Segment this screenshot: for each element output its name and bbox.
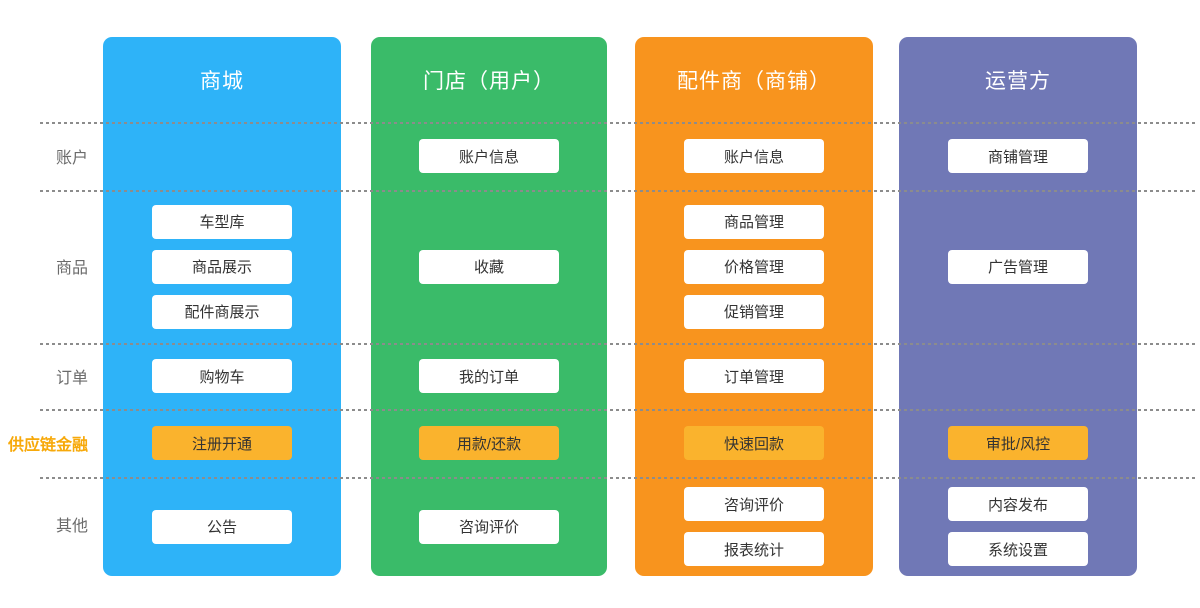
mall-other-slot: 公告 [103,477,341,576]
supplier-finance-slot: 快速回款 [635,409,873,477]
row-divider [40,409,1195,411]
operator-other-slot: 内容发布 系统设置 [899,477,1137,576]
mall-account-slot [103,122,341,190]
card-product-display: 商品展示 [152,249,292,284]
card-supplier-display: 配件商展示 [152,294,292,329]
operator-product-slot: 广告管理 [899,190,1137,343]
column-mall: 商城 车型库 商品展示 配件商展示 购物车 注册开通 公告 [103,37,341,576]
mall-order-slot: 购物车 [103,343,341,409]
store-order-slot: 我的订单 [371,343,607,409]
mall-finance-slot: 注册开通 [103,409,341,477]
row-label-account: 账户 [55,150,88,167]
supplier-other-slot: 咨询评价 报表统计 [635,477,873,576]
column-title-operator: 运营方 [985,69,1051,93]
row-divider [40,477,1195,479]
operator-order-slot [899,343,1137,409]
card-consult-review: 咨询评价 [684,487,824,521]
supplier-product-slot: 商品管理 价格管理 促销管理 [635,190,873,343]
column-title-supplier: 配件商（商铺） [677,69,831,93]
card-account-info: 账户信息 [684,139,824,173]
card-promotion-management: 促销管理 [684,294,824,329]
mall-product-slot: 车型库 商品展示 配件商展示 [103,190,341,343]
operator-account-slot: 商铺管理 [899,122,1137,190]
column-store: 门店（用户） 账户信息 收藏 我的订单 用款/还款 咨询评价 [371,37,607,576]
row-label-product: 商品 [55,260,88,277]
card-report-statistics: 报表统计 [684,532,824,566]
card-shop-management: 商铺管理 [948,139,1088,173]
card-loan-repayment: 用款/还款 [419,426,559,460]
card-vehicle-library: 车型库 [152,204,292,239]
card-content-publishing: 内容发布 [948,487,1088,521]
row-divider [40,343,1195,345]
operator-finance-slot: 审批/风控 [899,409,1137,477]
row-label-finance: 供应链金融 [7,437,88,454]
store-product-slot: 收藏 [371,190,607,343]
card-system-settings: 系统设置 [948,532,1088,566]
card-my-orders: 我的订单 [419,359,559,393]
column-operator: 运营方 商铺管理 广告管理 审批/风控 内容发布 系统设置 [899,37,1137,576]
card-shopping-cart: 购物车 [152,359,292,393]
row-divider [40,190,1195,192]
card-favorites: 收藏 [419,249,559,284]
card-account-info: 账户信息 [419,139,559,173]
card-ad-management: 广告管理 [948,249,1088,284]
card-quick-payment: 快速回款 [684,426,824,460]
store-account-slot: 账户信息 [371,122,607,190]
column-supplier: 配件商（商铺） 账户信息 商品管理 价格管理 促销管理 订单管理 快速回款 咨询… [635,37,873,576]
card-price-management: 价格管理 [684,249,824,284]
card-consult-review: 咨询评价 [419,509,559,544]
supplier-account-slot: 账户信息 [635,122,873,190]
card-product-management: 商品管理 [684,204,824,239]
row-label-order: 订单 [55,370,88,387]
card-register-activation: 注册开通 [152,426,292,460]
store-other-slot: 咨询评价 [371,477,607,576]
row-label-other: 其他 [55,518,88,535]
supplier-order-slot: 订单管理 [635,343,873,409]
row-divider [40,122,1195,124]
column-title-store: 门店（用户） [423,69,555,93]
card-approval-risk-control: 审批/风控 [948,426,1088,460]
card-announcement: 公告 [152,509,292,544]
column-title-mall: 商城 [200,69,244,93]
store-finance-slot: 用款/还款 [371,409,607,477]
card-order-management: 订单管理 [684,359,824,393]
